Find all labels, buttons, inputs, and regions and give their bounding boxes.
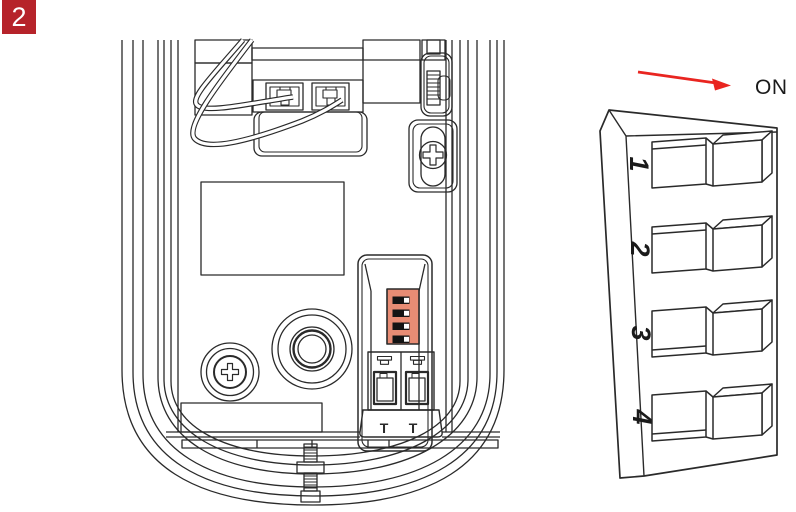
dip-switch-4 [392,335,410,343]
terminal-base: T T [359,409,443,438]
dip-switch-3 [392,322,410,330]
step-number: 2 [11,1,27,32]
terminal-socket [404,370,430,406]
pcb-label-strip [180,402,323,433]
adjustment-screw [408,119,458,193]
arrow-head-icon [712,78,731,91]
detail-switch-row-2: 2 [625,215,773,274]
switch-number: 2 [625,240,655,256]
screw-terminal-icon [376,355,393,365]
thumbwheel [420,52,453,117]
screw-terminals [367,351,435,411]
screw-terminal-icon [409,355,426,365]
detail-switch-row-1: 1 [624,130,773,189]
mounting-screw [296,443,325,503]
terminal-socket [372,370,398,406]
terminal-label: T [380,420,389,436]
switch-number: 3 [626,325,656,340]
dip-switch-body [599,109,778,479]
device-internals-figure: T T [121,38,505,506]
wiring [190,38,344,148]
arrow-shaft [637,70,717,85]
dip-switch-block [386,288,420,345]
phillips-cross-icon [422,144,444,166]
terminal-label: T [409,420,418,436]
switch-number: 4 [627,408,657,424]
step-number-badge: 2 [2,0,36,34]
pcb-label-area [200,181,345,276]
connector-socket [265,82,304,111]
detail-switch-row-4: 4 [627,383,773,442]
dip-switch-2 [392,309,410,317]
dip-switch-detail-figure: ON 1 [599,70,788,479]
dip-switch-1 [392,296,410,304]
fixing-screw [200,342,260,402]
dip-switch-module: T T [357,254,443,452]
detail-switch-row-3: 3 [626,299,773,358]
top-components [194,39,446,116]
on-direction-arrow [637,70,731,91]
buzzer [271,308,353,390]
phillips-cross-icon [220,362,240,382]
on-label: ON [755,76,788,99]
switch-number: 1 [624,156,654,171]
